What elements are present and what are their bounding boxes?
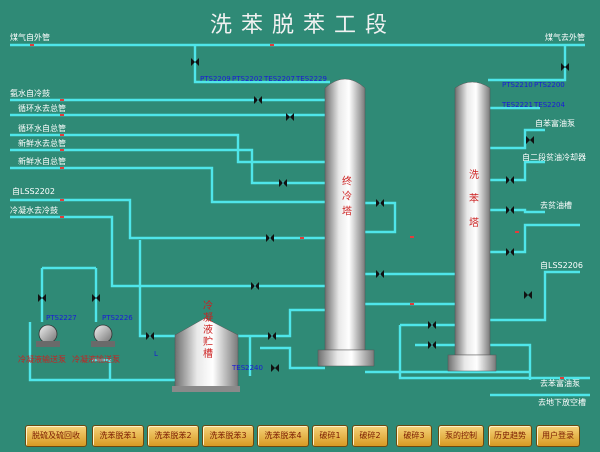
valve-icon[interactable]	[506, 176, 514, 184]
tag-pts2227[interactable]: PTS2227	[46, 314, 77, 322]
valve-icon[interactable]	[38, 294, 46, 302]
nav-button-user-login[interactable]: 用户登录	[536, 425, 580, 447]
final-cooling-tower[interactable]: 终冷塔	[317, 78, 375, 367]
valve-icon[interactable]	[251, 282, 259, 290]
nav-button-benzene-4[interactable]: 洗苯脱苯4	[257, 425, 309, 447]
label-to-lean-oil-tank: 去贫油槽	[540, 200, 572, 210]
nav-button-benzene-1[interactable]: 洗苯脱苯1	[92, 425, 144, 447]
process-diagram: 洗苯脱苯工段	[10, 13, 590, 407]
valve-icon[interactable]	[279, 179, 287, 187]
tag-pts2202[interactable]: PTS2202	[232, 75, 263, 83]
valve-icon[interactable]	[286, 113, 294, 121]
valve-icon[interactable]	[146, 332, 154, 340]
nav-button-desulfurization[interactable]: 脱硫及硫回收	[25, 425, 87, 447]
valve-icon[interactable]	[266, 234, 274, 242]
condensate-storage-tank[interactable]: 冷凝液贮槽	[172, 299, 240, 392]
tag-tes2204[interactable]: TES2204	[533, 101, 566, 109]
label-from-rich-oil-pump: 自苯富油泵	[535, 118, 575, 128]
nav-button-crush-3[interactable]: 破碎3	[396, 425, 432, 447]
tag-tes2207[interactable]: TES2207	[263, 75, 295, 83]
page-title: 洗苯脱苯工段	[210, 13, 396, 38]
pump-left[interactable]	[36, 324, 60, 347]
label-from-2nd-stage-cooler: 自二段贫油冷却器	[522, 152, 586, 162]
label-from-lss2206: 自LSS2206	[540, 260, 583, 270]
label-ammonia-water: 氨水自冷鼓	[10, 88, 50, 98]
label-pump-right: 冷凝液输送泵	[72, 354, 120, 364]
valve-icon[interactable]	[506, 206, 514, 214]
label-to-rich-oil-pump: 去苯富油泵	[540, 378, 580, 388]
tower-label-benzene-wash: 洗苯塔	[467, 169, 479, 241]
valve-icon[interactable]	[428, 321, 436, 329]
tag-pts2226[interactable]: PTS2226	[102, 314, 133, 322]
valve-icon[interactable]	[254, 96, 262, 104]
tag-tes2221[interactable]: TES2221	[501, 101, 533, 109]
valve-icon[interactable]	[376, 270, 384, 278]
nav-button-benzene-2[interactable]: 洗苯脱苯2	[147, 425, 199, 447]
valves	[38, 58, 569, 372]
nav-button-pump-control[interactable]: 泵的控制	[438, 425, 484, 447]
tag-pts2209[interactable]: PTS2209	[200, 75, 231, 83]
valve-icon[interactable]	[526, 136, 534, 144]
flow-markers	[30, 44, 564, 379]
label-coal-gas-in: 煤气自外管	[10, 32, 50, 42]
label-circ-water-return: 循环水去总管	[18, 103, 66, 113]
tag-tes2240[interactable]: TES2240	[231, 364, 263, 372]
nav-button-benzene-3[interactable]: 洗苯脱苯3	[202, 425, 254, 447]
label-coal-gas-out: 煤气去外管	[545, 32, 585, 42]
tag-pts2200[interactable]: PTS2200	[534, 81, 565, 89]
valve-icon[interactable]	[428, 341, 436, 349]
valve-icon[interactable]	[561, 63, 569, 71]
nav-button-crush-1[interactable]: 破碎1	[312, 425, 348, 447]
valve-icon[interactable]	[506, 248, 514, 256]
label-pump-left: 冷凝液输送泵	[18, 354, 66, 364]
tower-label-final-cooling: 终冷塔	[340, 174, 352, 220]
valve-icon[interactable]	[524, 291, 532, 299]
valve-icon[interactable]	[268, 332, 276, 340]
label-condensate-to-cooling: 冷凝水去冷鼓	[10, 205, 58, 215]
pump-right[interactable]	[91, 324, 115, 347]
tag-tes2229[interactable]: TES2229	[295, 75, 327, 83]
valve-icon[interactable]	[92, 294, 100, 302]
valve-icon[interactable]	[191, 58, 199, 66]
label-fresh-water-supply: 新鲜水自总管	[18, 156, 66, 166]
valve-icon[interactable]	[376, 199, 384, 207]
tag-level-indicator[interactable]: L	[154, 350, 158, 358]
label-fresh-water-return: 新鲜水去总管	[18, 138, 66, 148]
benzene-wash-tower[interactable]: 洗苯塔	[447, 81, 497, 372]
label-circ-water-supply: 循环水自总管	[18, 123, 66, 133]
tag-pts2210[interactable]: PTS2210	[502, 81, 533, 89]
nav-button-crush-2[interactable]: 破碎2	[352, 425, 388, 447]
tank-label: 冷凝液贮槽	[201, 299, 213, 360]
label-to-underground-tank: 去地下放空槽	[538, 397, 586, 407]
bottom-nav-bar: 脱硫及硫回收 洗苯脱苯1 洗苯脱苯2 洗苯脱苯3 洗苯脱苯4 破碎1 破碎2 破…	[0, 420, 600, 450]
label-from-lss2202: 自LSS2202	[12, 186, 55, 196]
nav-button-history-trend[interactable]: 历史趋势	[488, 425, 532, 447]
valve-icon[interactable]	[271, 364, 279, 372]
